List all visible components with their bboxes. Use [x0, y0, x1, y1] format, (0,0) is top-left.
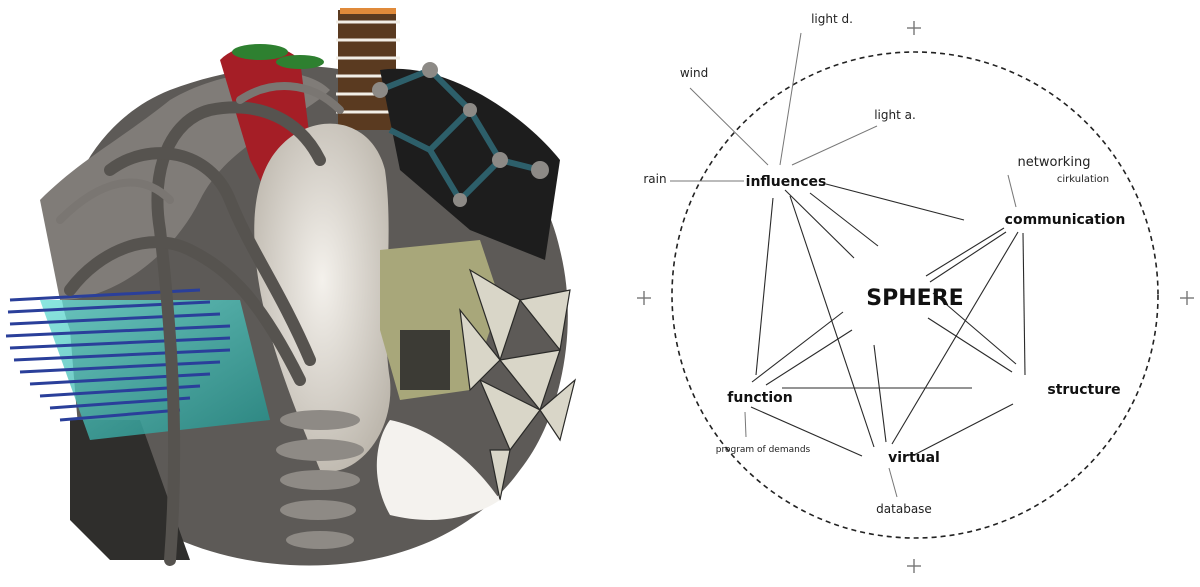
node-virtual: virtual: [888, 450, 940, 466]
node-structure: structure: [1047, 382, 1120, 398]
node-influences: influences: [746, 174, 827, 190]
satellite-light-d: light d.: [811, 12, 853, 26]
render-illustration: [5, 8, 577, 566]
dashed-boundary-circle: [671, 51, 1159, 539]
sphere-concept-diagram: SPHERE influences communication structur…: [600, 0, 1200, 582]
satellite-wind: wind: [680, 66, 708, 80]
satellite-networking: networking: [1018, 155, 1091, 170]
satellite-light-a: light a.: [874, 108, 916, 122]
satellite-rain: rain: [643, 172, 666, 186]
center-label-sphere: SPHERE: [866, 286, 963, 311]
node-communication: communication: [1005, 212, 1126, 228]
satellite-database: database: [876, 502, 932, 516]
sphere-3d-render: [0, 0, 600, 582]
diagram-canvas: SPHERE influences communication structur…: [637, 12, 1194, 573]
crosshair-marks: [637, 21, 1194, 573]
satellite-program-of-demands: program of demands: [716, 445, 811, 455]
satellite-links: [670, 32, 1017, 498]
satellite-cirkulation: cirkulation: [1057, 174, 1109, 185]
node-links: [750, 183, 1026, 457]
node-function: function: [727, 390, 792, 406]
